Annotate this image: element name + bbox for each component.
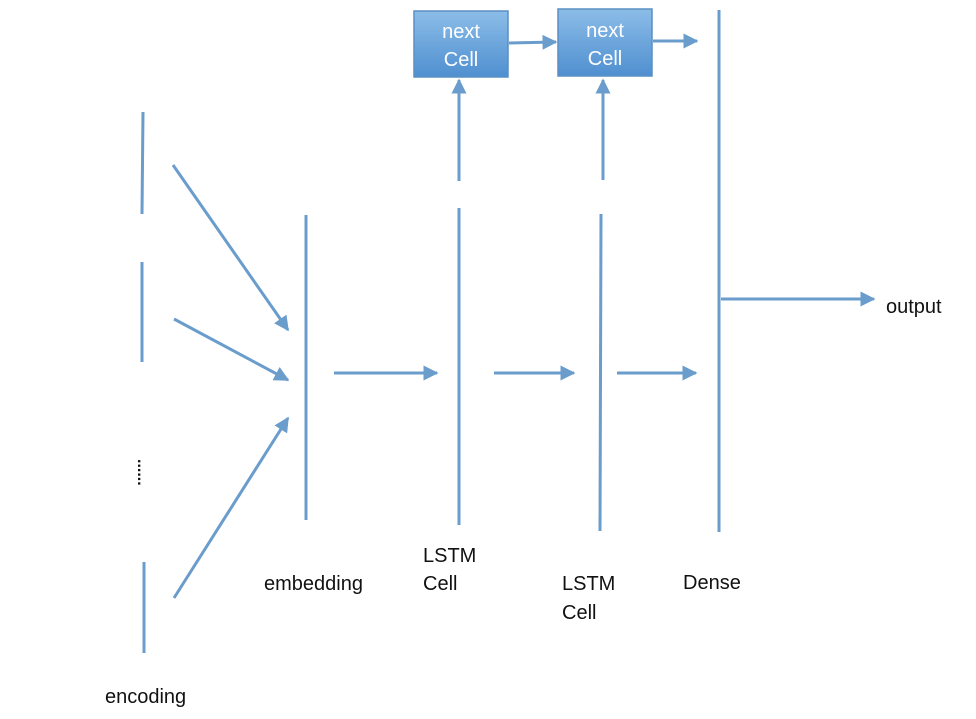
lstm-cell-2-label-line2: Cell — [562, 602, 596, 624]
lstm-cell-1-label-line1: LSTM — [423, 545, 476, 567]
arrow-encoding-1-to-embedding — [171, 164, 290, 332]
lstm-cell-1-label-line2: Cell — [423, 573, 457, 595]
encoding-bar-1 — [140, 111, 145, 215]
next-cell-box-2-line1: next — [586, 20, 624, 42]
next-cell-box-1-line2: Cell — [444, 49, 478, 71]
next-cell-box-1-line1: next — [442, 21, 480, 43]
encoding-to-embedding-arrows — [171, 164, 290, 599]
arrow-encoding-2-to-embedding — [173, 317, 290, 382]
arrow-encoding-3-to-embedding — [172, 416, 290, 599]
dense-label: Dense — [683, 572, 741, 594]
encoding-ellipsis: ...... — [134, 459, 151, 486]
next-cell-box-2-rect — [557, 8, 653, 77]
embedding-label: embedding — [264, 573, 363, 595]
encoding-layer — [140, 111, 146, 653]
lstm-cell-2-bar — [598, 213, 603, 532]
next-cell-box-2: next Cell — [557, 8, 653, 77]
output-label: output — [886, 296, 942, 318]
next-cell-box-2-line2: Cell — [588, 48, 622, 70]
next-cell-box-1-rect — [413, 10, 509, 78]
lstm-cell-2-label-line1: LSTM — [562, 573, 615, 595]
encoding-label: encoding — [105, 686, 186, 708]
arrow-next-cell-1-to-next-cell-2 — [508, 34, 558, 50]
next-cell-box-1: next Cell — [413, 10, 509, 78]
